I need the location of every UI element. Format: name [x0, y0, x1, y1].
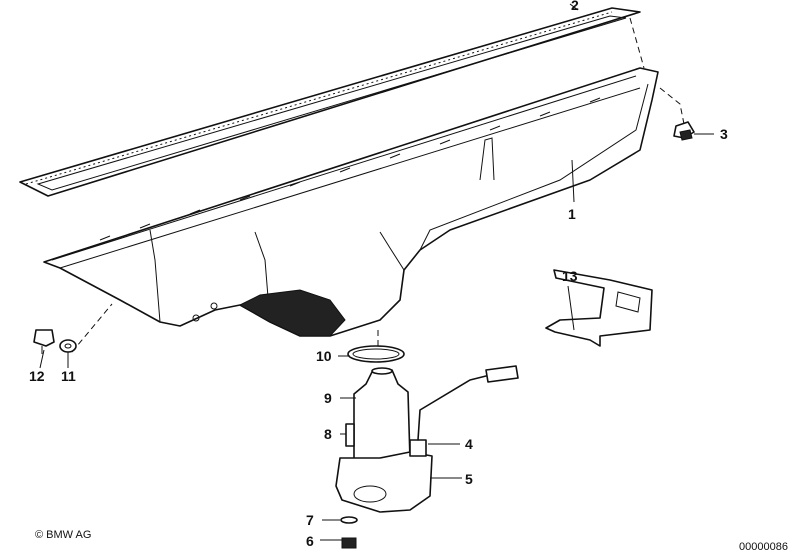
callout-13: 13: [562, 268, 578, 284]
callout-11: 11: [61, 368, 76, 384]
part-12-drain-plug: [33, 329, 55, 354]
callout-4: 4: [465, 436, 473, 452]
part-5-mounting-plate: [335, 451, 433, 513]
callout-9: 9: [324, 390, 332, 406]
part-10-o-ring: [347, 345, 405, 363]
callout-5: 5: [465, 471, 473, 487]
part-13-bracket: [545, 269, 653, 347]
diagram-number: 00000086: [739, 541, 788, 553]
leader-lines: [39, 3, 714, 541]
part-4-sensor: [409, 365, 519, 457]
part-7-washer: [340, 516, 358, 524]
callouts: 2 1 3 13 10 9 8 4 5 7 6 12 11: [29, 0, 728, 549]
callout-8: 8: [324, 426, 332, 442]
callout-10: 10: [316, 348, 332, 364]
copyright-text: © BMW AG: [35, 529, 91, 541]
callout-6: 6: [306, 533, 314, 549]
callout-3: 3: [720, 126, 728, 142]
callout-1: 1: [568, 206, 576, 222]
part-3-bolt: [673, 121, 695, 141]
part-8-stud: [345, 423, 355, 447]
callout-12: 12: [29, 368, 45, 384]
callout-2: 2: [571, 0, 579, 13]
part-9-pickup-tube: [353, 367, 411, 467]
part-2-gasket: [19, 7, 641, 197]
part-1-oil-pan: [43, 67, 659, 337]
part-6-nut: [341, 537, 357, 549]
callout-7: 7: [306, 512, 314, 528]
